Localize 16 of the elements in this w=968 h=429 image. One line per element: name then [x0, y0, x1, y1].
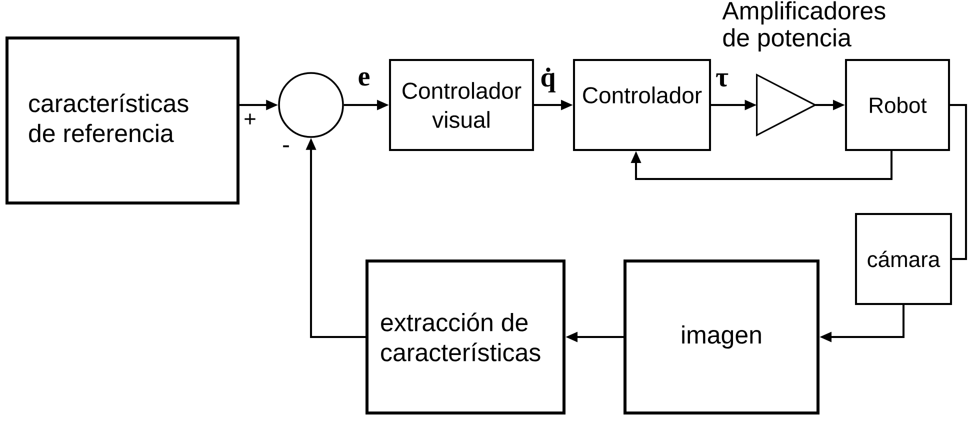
process-box: Robot [845, 59, 950, 151]
process-box: imagen [624, 260, 820, 414]
caption-text: Amplificadores de potencia [722, 1, 886, 52]
process-box: características de referencia [6, 36, 240, 204]
connector-line [950, 104, 967, 260]
process-box: cámara [855, 213, 952, 305]
edge-label: q̇ [539, 66, 557, 94]
process-box: extracción de características [366, 260, 566, 414]
edge-label: e [356, 71, 372, 87]
edge-label: - [281, 144, 291, 154]
edge-label: τ [714, 72, 730, 88]
process-box: Controlador visual [389, 59, 534, 151]
summing-circle [278, 72, 344, 138]
arrow [630, 151, 892, 180]
process-box: Controlador [573, 59, 711, 151]
edge-label: + [242, 112, 258, 128]
